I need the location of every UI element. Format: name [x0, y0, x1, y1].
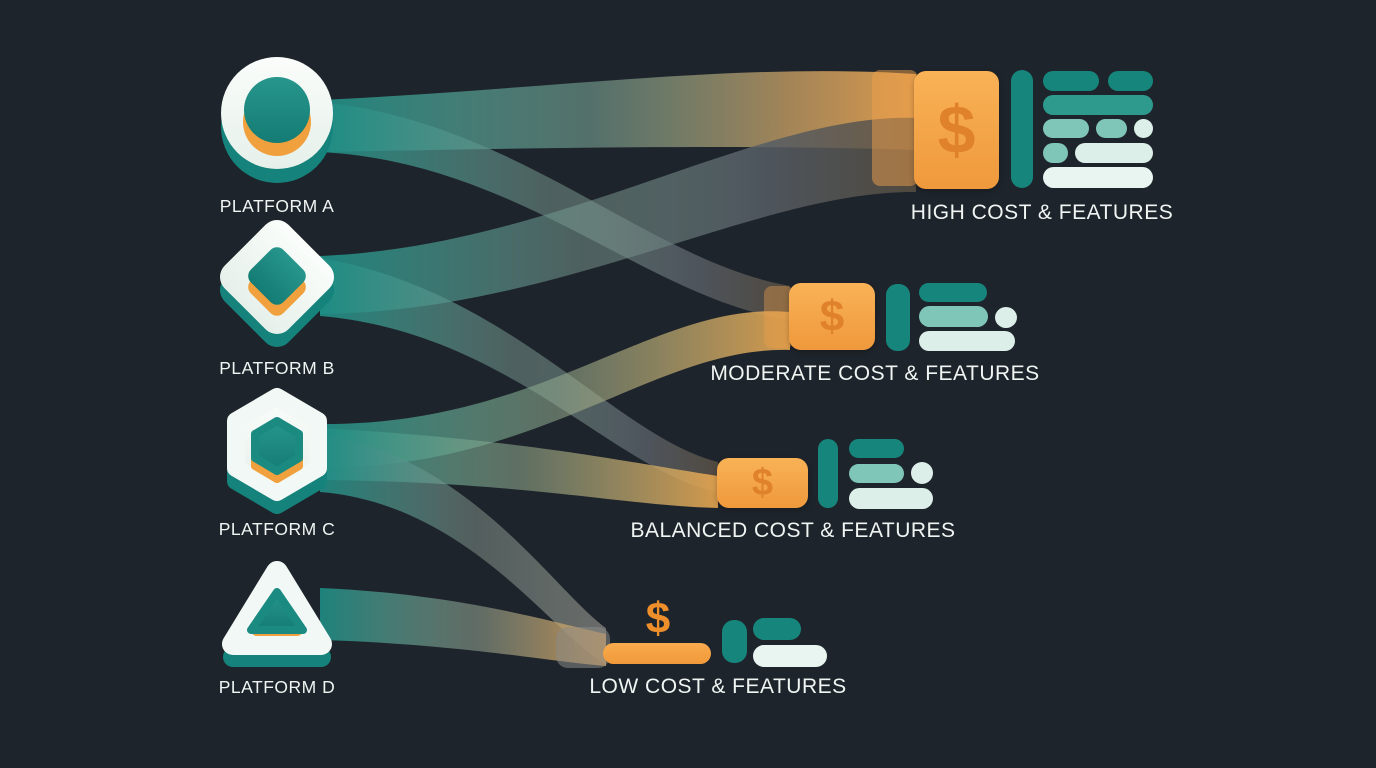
feature-dot: [911, 462, 933, 484]
dollar-icon: $: [937, 92, 976, 168]
platform-c-hexagon-icon: [227, 388, 327, 514]
feature-bar: [849, 464, 904, 483]
feature-bar: [919, 283, 987, 302]
platform-a-circle-icon: [221, 57, 333, 183]
feature-dot: [995, 307, 1017, 328]
low-cost-gray-tail: [556, 627, 610, 668]
flow-platform-a-to-high: [320, 71, 916, 152]
feature-bar: [886, 284, 910, 351]
feature-bar: [1043, 95, 1153, 115]
feature-bar: [1043, 119, 1089, 138]
feature-bar: [753, 618, 801, 640]
dollar-icon: $: [751, 462, 774, 504]
flow-platform-c-to-moderate: [320, 311, 790, 468]
feature-bar: [1108, 71, 1153, 91]
platform-b-diamond-icon: [219, 219, 335, 348]
moderate-cost-echo: [764, 286, 794, 348]
low-cost-label: LOW COST & FEATURES: [589, 675, 847, 698]
flow-platform-b-to-balanced: [320, 258, 718, 492]
flow-platform-c-to-balanced: [320, 428, 718, 508]
feature-bar: [1043, 167, 1153, 188]
feature-bar: [753, 645, 827, 667]
platform-c-label: PLATFORM C: [218, 519, 336, 539]
feature-bar: [919, 306, 988, 327]
feature-bar: [1043, 71, 1099, 91]
feature-bar: [1096, 119, 1127, 138]
feature-bar: [1075, 143, 1153, 163]
feature-bar: [818, 439, 838, 508]
flow-ribbons: [320, 71, 916, 666]
platform-d-label: PLATFORM D: [218, 677, 336, 697]
platform-b-label: PLATFORM B: [219, 358, 335, 378]
feature-bar: [1011, 70, 1033, 188]
high-cost-label: HIGH COST & FEATURES: [910, 201, 1174, 224]
high-cost-box: $: [914, 71, 999, 189]
platform-d-triangle-icon: [222, 561, 332, 667]
moderate-cost-label: MODERATE COST & FEATURES: [710, 362, 1040, 385]
flow-platform-c-to-low: [320, 434, 606, 664]
low-cost-bar: [603, 643, 711, 664]
feature-bar: [919, 331, 1015, 351]
flow-platform-d-to-low: [320, 588, 606, 666]
flow-platform-a-to-moderate: [320, 102, 790, 320]
feature-bar: [849, 488, 933, 509]
balanced-cost-label: BALANCED COST & FEATURES: [630, 519, 956, 542]
flow-platform-b-to-high: [320, 117, 916, 314]
dollar-icon: $: [819, 291, 845, 341]
feature-bar: [849, 439, 904, 458]
platform-a-label: PLATFORM A: [219, 196, 335, 216]
high-cost-echo: [872, 70, 918, 186]
feature-bar: [722, 620, 747, 663]
moderate-cost-box: $: [789, 283, 875, 350]
feature-dot: [1134, 119, 1153, 138]
dollar-icon: $: [645, 594, 671, 643]
feature-bar: [1043, 143, 1068, 163]
balanced-cost-box: $: [717, 458, 808, 508]
